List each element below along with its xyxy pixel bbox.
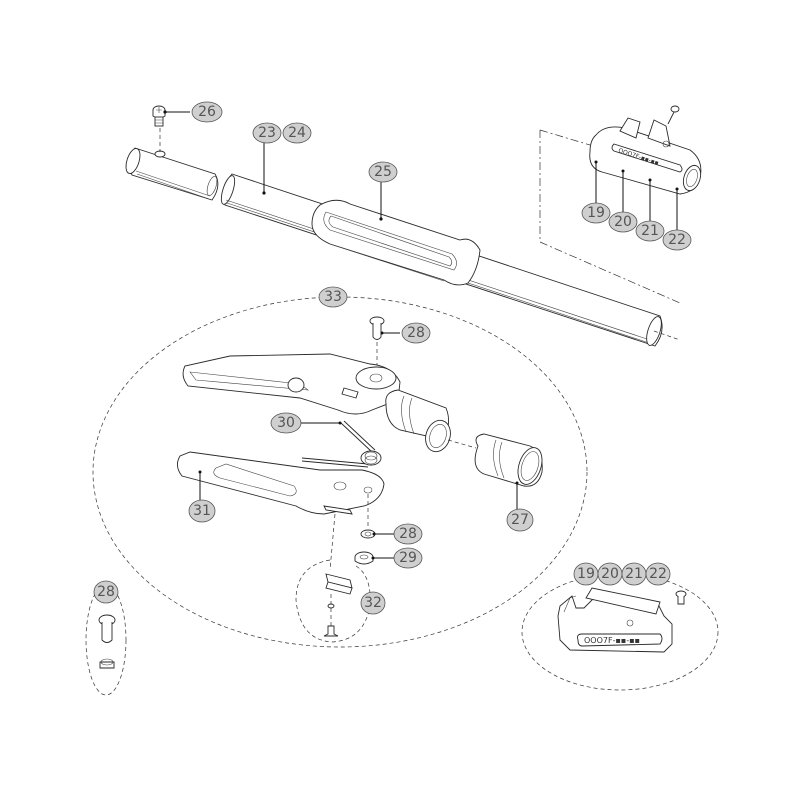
- svg-text:24: 24: [288, 125, 306, 141]
- svg-text:27: 27: [511, 512, 529, 528]
- callout-20: 20: [608, 211, 638, 233]
- callout-27: 27: [506, 508, 534, 532]
- svg-text:30: 30: [277, 415, 295, 431]
- callout-28-nut: 28: [393, 523, 423, 545]
- callout-25: 25: [368, 161, 398, 183]
- svg-text:19: 19: [587, 205, 605, 221]
- svg-text:28: 28: [399, 526, 417, 542]
- svg-text:28: 28: [407, 325, 425, 341]
- svg-text:25: 25: [374, 164, 392, 180]
- head-housing-detail: OOO7F-▪▪-▪▪: [539, 105, 702, 304]
- screw-top: [152, 105, 190, 152]
- svg-text:33: 33: [324, 289, 342, 305]
- svg-text:19: 19: [577, 566, 595, 582]
- svg-text:20: 20: [601, 566, 619, 582]
- grip-sleeve: [311, 182, 481, 286]
- pin-28: [369, 316, 400, 372]
- callout-28-kit: 28: [93, 580, 119, 604]
- svg-text:26: 26: [198, 104, 216, 120]
- svg-text:21: 21: [625, 566, 643, 582]
- head-kit-marking-text: OOO7F-▪▪-▪▪: [584, 636, 640, 645]
- callout-19: 19: [581, 202, 611, 224]
- callout-31: 31: [188, 499, 216, 523]
- callout-24: 24: [282, 122, 312, 144]
- nut-and-washer: [354, 529, 394, 565]
- short-tube: [125, 147, 219, 201]
- end-cap: [474, 433, 543, 510]
- callout-33: 33: [318, 286, 348, 308]
- callout-26: 26: [191, 101, 223, 123]
- pin-kit: [85, 584, 127, 696]
- clip-kit: [295, 559, 371, 643]
- callout-30: 30: [270, 412, 302, 434]
- callout-23: 23: [252, 122, 282, 144]
- callout-21: 21: [635, 220, 665, 242]
- lower-lever: [177, 451, 385, 571]
- callout-19-kit: 19: [573, 562, 599, 586]
- lever-barrel: [385, 389, 477, 453]
- svg-text:20: 20: [614, 214, 632, 230]
- svg-text:23: 23: [258, 125, 276, 141]
- svg-text:29: 29: [399, 550, 417, 566]
- upper-lever: [182, 353, 401, 415]
- svg-text:28: 28: [97, 584, 115, 600]
- svg-text:21: 21: [641, 223, 659, 239]
- svg-text:32: 32: [364, 595, 382, 611]
- head-kit: OOO7F-▪▪-▪▪: [521, 573, 719, 691]
- svg-text:22: 22: [649, 566, 667, 582]
- callout-29: 29: [393, 547, 423, 569]
- torsion-spring: [300, 420, 382, 468]
- svg-text:22: 22: [668, 232, 686, 248]
- callout-22-kit: 22: [645, 562, 671, 586]
- callout-28-pin: 28: [401, 322, 431, 344]
- callout-21-kit: 21: [621, 562, 647, 586]
- callout-20-kit: 20: [597, 562, 623, 586]
- callout-22: 22: [662, 229, 692, 251]
- svg-text:31: 31: [193, 503, 211, 519]
- callout-32: 32: [360, 591, 386, 615]
